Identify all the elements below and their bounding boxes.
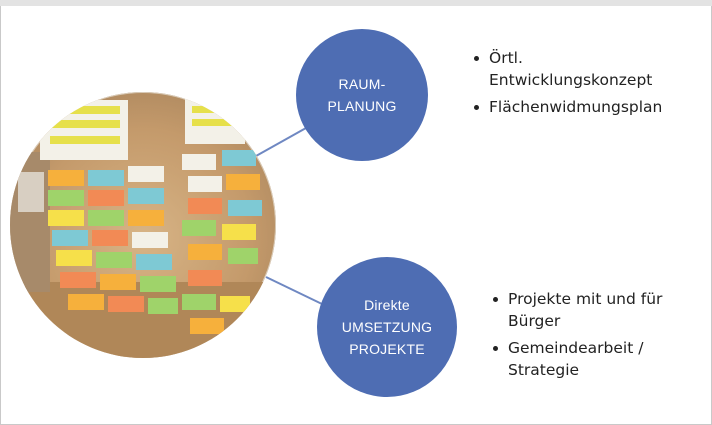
top-border — [0, 0, 712, 6]
node-umsetzung-line1: Direkte — [364, 297, 410, 313]
bullet-list-raumplanung: Örtl. Entwicklungskonzept Flächenwidmung… — [474, 47, 712, 123]
bullet-dot-icon — [474, 105, 479, 110]
bullet-dot-icon — [493, 346, 498, 351]
node-raumplanung: RAUM- PLANUNG — [296, 29, 428, 161]
bullet-text: Örtl. — [489, 49, 523, 67]
bullet-text: Strategie — [508, 361, 580, 379]
bullet-text: Bürger — [508, 312, 561, 330]
node-umsetzung-line3: PROJEKTE — [349, 341, 425, 357]
workshop-pinboard-photo — [10, 92, 276, 358]
node-raumplanung-line1: RAUM- — [338, 76, 386, 92]
bullet-item: Projekte mit und für Bürger — [493, 288, 712, 332]
bullet-dot-icon — [493, 297, 498, 302]
bullet-text: Gemeindearbeit / — [508, 339, 644, 357]
bullet-text: Projekte mit und für — [508, 290, 663, 308]
connector-raumplanung — [255, 127, 307, 157]
node-raumplanung-line2: PLANUNG — [327, 98, 397, 114]
bullet-text: Entwicklungskonzept — [489, 71, 653, 89]
bullet-dot-icon — [474, 56, 479, 61]
bullet-item: Gemeindearbeit / Strategie — [493, 337, 712, 381]
connector-umsetzung — [265, 276, 323, 305]
sticky-cards-right — [182, 150, 262, 334]
sticky-cards-left — [48, 166, 178, 314]
bullet-list-umsetzung: Projekte mit und für Bürger Gemeindearbe… — [493, 288, 712, 386]
node-umsetzung-projekte: Direkte UMSETZUNG PROJEKTE — [317, 257, 457, 397]
bullet-item: Örtl. Entwicklungskonzept — [474, 47, 712, 91]
node-umsetzung-line2: UMSETZUNG — [341, 319, 433, 335]
bullet-text: Flächenwidmungsplan — [489, 98, 663, 116]
bullet-item: Flächenwidmungsplan — [474, 96, 712, 118]
